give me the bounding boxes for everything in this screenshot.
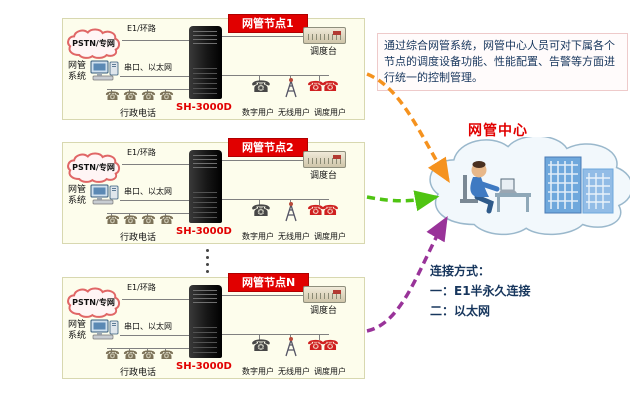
users-line bbox=[222, 199, 329, 200]
center-cloud bbox=[427, 137, 630, 237]
computer-icon bbox=[90, 59, 120, 86]
phones-line bbox=[107, 89, 189, 90]
admin-phones-label: 行政电话 bbox=[120, 233, 157, 243]
digital-phone-icon: ☎ bbox=[251, 336, 271, 355]
server-model-label: SH-3000D bbox=[176, 361, 232, 372]
phone-icon: ☎ bbox=[123, 348, 138, 362]
pstn-label: PSTN/专网 bbox=[72, 163, 115, 172]
e1-link-line bbox=[122, 299, 189, 300]
wireless-user-label: 无线用户 bbox=[278, 232, 310, 241]
nms-label: 网管系统 bbox=[68, 320, 87, 341]
dispatch-console-icon bbox=[303, 286, 346, 303]
dispatch-console-icon bbox=[303, 151, 346, 168]
serial-link-line bbox=[120, 200, 189, 201]
console-line bbox=[222, 295, 303, 296]
serial-link-line bbox=[120, 76, 189, 77]
computer-icon bbox=[90, 183, 120, 210]
person-at-computer-icon bbox=[460, 161, 531, 214]
digital-user-label: 数字用户 bbox=[242, 232, 274, 241]
console-label: 调度台 bbox=[310, 171, 338, 181]
antenna-icon bbox=[282, 336, 300, 358]
pstn-cloud-icon: PSTN/专网 bbox=[65, 151, 122, 184]
users-line bbox=[222, 75, 329, 76]
node-panel-1: 网管节点1 PSTN/专网 E1/环路 网管系统 串口、以太网 SH-3000D… bbox=[62, 14, 365, 120]
phone-icon: ☎ bbox=[105, 89, 120, 103]
antenna-icon bbox=[282, 201, 300, 223]
arrow-node2-to-center bbox=[366, 190, 440, 212]
dispatch-user-label: 调度用户 bbox=[314, 232, 346, 241]
pstn-label: PSTN/专网 bbox=[72, 39, 115, 48]
dispatch-phone-icons: ☎☎ bbox=[307, 203, 339, 219]
admin-phones-label: 行政电话 bbox=[120, 109, 157, 119]
computer-icon bbox=[90, 318, 120, 345]
connection-info: 连接方式： 一：E1半永久连接 二：以太网 bbox=[430, 262, 531, 321]
users-line bbox=[222, 334, 329, 335]
node-title-badge: 网管节点2 bbox=[228, 138, 308, 157]
dispatch-console-icon bbox=[303, 27, 346, 44]
node-title-badge: 网管节点1 bbox=[228, 14, 308, 33]
pstn-label: PSTN/专网 bbox=[72, 298, 115, 307]
server-model-label: SH-3000D bbox=[176, 226, 232, 237]
serial-link-line bbox=[120, 335, 189, 336]
phones-line bbox=[107, 213, 189, 214]
phone-icon: ☎ bbox=[123, 89, 138, 103]
phone-icon: ☎ bbox=[105, 213, 120, 227]
e1-link-label: E1/环路 bbox=[127, 283, 156, 292]
node-panel-n: 网管节点N PSTN/专网 E1/环路 网管系统 串口、以太网 SH-3000D… bbox=[62, 273, 365, 379]
console-line bbox=[222, 160, 303, 161]
pstn-cloud-icon: PSTN/专网 bbox=[65, 286, 122, 319]
phone-icon: ☎ bbox=[159, 89, 174, 103]
e1-link-label: E1/环路 bbox=[127, 24, 156, 33]
center-title: 网管中心 bbox=[468, 123, 528, 139]
node-title-badge: 网管节点N bbox=[228, 273, 310, 292]
console-line bbox=[222, 36, 303, 37]
buildings-icon bbox=[544, 156, 614, 214]
admin-phones-label: 行政电话 bbox=[120, 368, 157, 378]
phone-icon: ☎ bbox=[141, 213, 156, 227]
nms-label: 网管系统 bbox=[68, 61, 87, 82]
serial-link-label: 串口、以太网 bbox=[124, 322, 172, 331]
node-panel-2: 网管节点2 PSTN/专网 E1/环路 网管系统 串口、以太网 SH-3000D… bbox=[62, 138, 365, 244]
digital-user-label: 数字用户 bbox=[242, 367, 274, 376]
wireless-user-label: 无线用户 bbox=[278, 367, 310, 376]
phone-icon: ☎ bbox=[105, 348, 120, 362]
server-model-label: SH-3000D bbox=[176, 102, 232, 113]
dispatch-phone-icons: ☎☎ bbox=[307, 79, 339, 95]
phones-line bbox=[107, 348, 189, 349]
description-text: 通过综合网管系统，网管中心人员可对下属各个节点的调度设备功能、性能配置、告警等方… bbox=[377, 33, 628, 91]
server-tower bbox=[189, 26, 222, 99]
phone-icon: ☎ bbox=[159, 348, 174, 362]
phone-icon: ☎ bbox=[159, 213, 174, 227]
vertical-ellipsis bbox=[206, 249, 209, 273]
server-tower bbox=[189, 285, 222, 358]
serial-link-label: 串口、以太网 bbox=[124, 187, 172, 196]
connection-item-1: 一：E1半永久连接 bbox=[430, 283, 531, 298]
e1-link-label: E1/环路 bbox=[127, 148, 156, 157]
antenna-icon bbox=[282, 77, 300, 99]
phone-icon: ☎ bbox=[141, 89, 156, 103]
phone-icon: ☎ bbox=[123, 213, 138, 227]
nms-label: 网管系统 bbox=[68, 185, 87, 206]
wireless-user-label: 无线用户 bbox=[278, 108, 310, 117]
dispatch-user-label: 调度用户 bbox=[314, 108, 346, 117]
dispatch-phone-icons: ☎☎ bbox=[307, 338, 339, 354]
digital-user-label: 数字用户 bbox=[242, 108, 274, 117]
digital-phone-icon: ☎ bbox=[251, 201, 271, 220]
e1-link-line bbox=[122, 164, 189, 165]
server-tower bbox=[189, 150, 222, 223]
console-label: 调度台 bbox=[310, 47, 338, 57]
e1-link-line bbox=[122, 40, 189, 41]
dispatch-user-label: 调度用户 bbox=[314, 367, 346, 376]
connection-item-2: 二：以太网 bbox=[430, 303, 491, 318]
console-label: 调度台 bbox=[310, 306, 338, 316]
connection-title: 连接方式： bbox=[430, 264, 491, 278]
phone-icon: ☎ bbox=[141, 348, 156, 362]
pstn-cloud-icon: PSTN/专网 bbox=[65, 27, 122, 60]
digital-phone-icon: ☎ bbox=[251, 77, 271, 96]
serial-link-label: 串口、以太网 bbox=[124, 63, 172, 72]
